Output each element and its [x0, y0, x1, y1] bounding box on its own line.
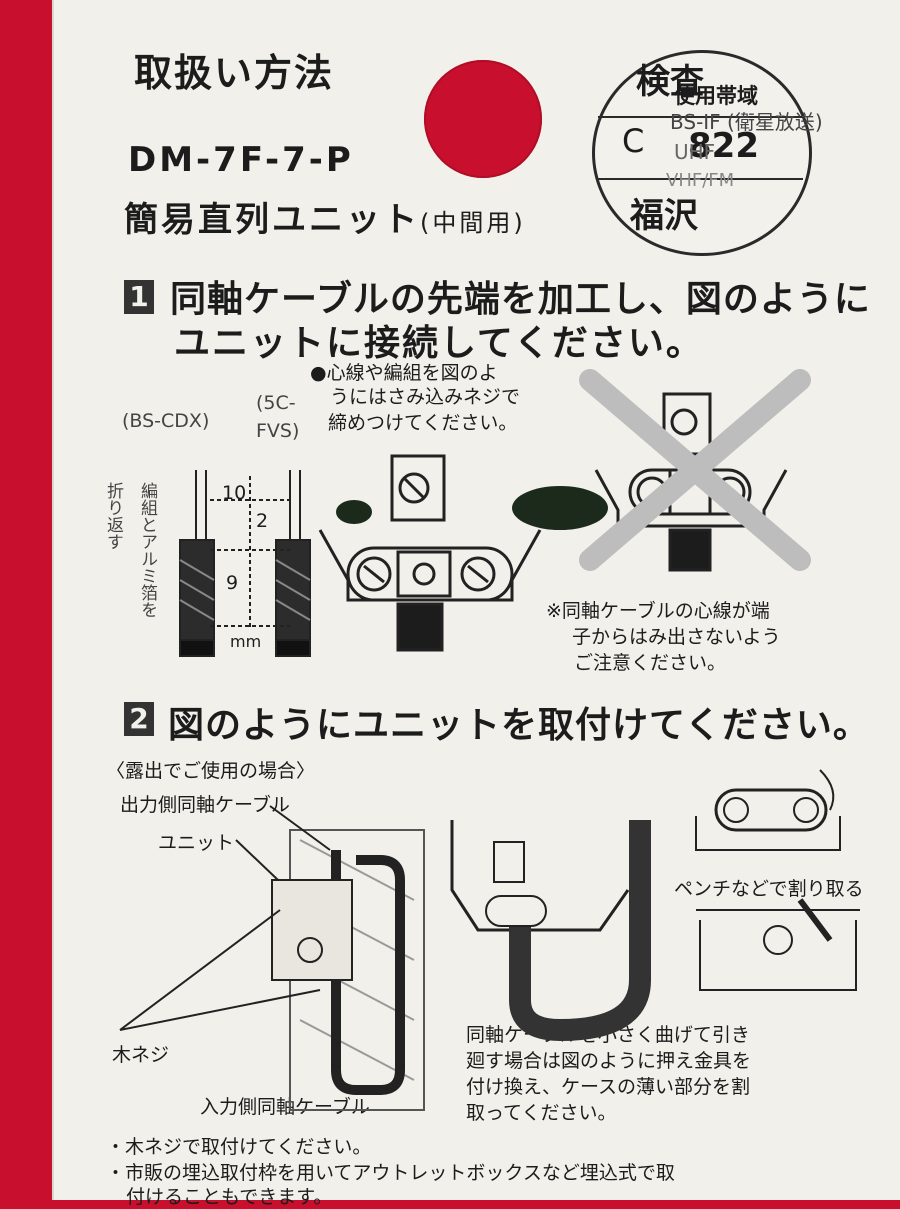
band-bs: BS-IF (衛星放送): [670, 110, 823, 134]
footer-line-2: ・市販の埋込取付枠を用いてアウトレットボックスなど埋込式で取: [106, 1162, 675, 1184]
warning-line-1: ※同軸ケーブルの心線が端: [546, 600, 770, 622]
u-bend-diagram: [450, 820, 651, 1042]
band-title: 使用帯域: [674, 84, 758, 108]
footer-line-1: ・木ネジで取付けてください。: [106, 1136, 372, 1158]
model-number: DM-7F-7-P: [128, 140, 354, 180]
bend-note-line-4: 取ってください。: [466, 1102, 617, 1124]
wall-mount-diagram: [119, 805, 425, 1111]
stamp-divider-top: [598, 116, 803, 118]
stamp-top-text: 検査: [636, 62, 704, 102]
step-1-line-2: ユニットに接続してください。: [174, 323, 704, 364]
product-name: 簡易直列ユニット(中間用): [124, 200, 526, 240]
inspection-stamp: [592, 50, 812, 256]
warning-line-2: 子からはみ出さないよう: [572, 626, 781, 648]
cable-prep-diagram: [179, 470, 311, 657]
exposed-use-label: 〈露出でご使用の場合〉: [106, 760, 316, 782]
clamp-note-line-3: 締めつけてください。: [328, 412, 518, 434]
step-1-number: 1: [124, 280, 154, 314]
band-vhf: VHF/FM: [666, 170, 735, 191]
dim-top: 10: [222, 482, 247, 504]
stamp-code: C: [622, 122, 645, 160]
cross-mark: [579, 369, 811, 571]
ink-smudge: [336, 486, 608, 530]
cable-type-5c-line-2: FVS): [256, 420, 300, 442]
instructions-title: 取扱い方法: [134, 51, 335, 95]
band-uhf: UHF: [674, 140, 716, 164]
step-1-line-1: 同軸ケーブルの先端を加工し、図のように: [170, 279, 871, 320]
dim-middle: 2: [256, 510, 269, 532]
warning-line-3: ご注意ください。: [574, 652, 727, 674]
clamp-note-line-2: うにはさみ込みネジで: [330, 386, 521, 408]
dim-unit: mm: [230, 632, 262, 651]
cable-type-bs-cdx: (BS-CDX): [122, 410, 210, 432]
wood-screw-label: 木ネジ: [112, 1044, 170, 1066]
dim-bottom: 9: [226, 572, 239, 594]
input-cable-label: 入力側同軸ケーブル: [200, 1096, 370, 1118]
clamp-note-line-1: ●心線や編組を図のよ: [310, 362, 498, 384]
correct-connection-diagram: [318, 454, 542, 652]
stamp-date: 822: [688, 126, 759, 166]
fold-label: 折り返す: [103, 482, 123, 550]
pliers-label: ペンチなどで割り取る: [674, 878, 864, 900]
stamp-divider-bottom: [598, 178, 803, 180]
step-2-number: 2: [124, 702, 154, 736]
braid-label: 編組とアルミ箔を: [137, 482, 157, 618]
cable-type-5c-line-1: (5C-: [256, 392, 296, 414]
bend-note-line-2: 廻す場合は図のように押え金具を: [466, 1050, 752, 1072]
step-2-line: 図のようにユニットを取付けてください。: [168, 705, 870, 746]
bend-note-line-3: 付け換え、ケースの薄い部分を割: [466, 1076, 751, 1098]
product-note: (中間用): [420, 209, 526, 237]
stamp-bottom-text: 福沢: [630, 196, 698, 236]
hang-hole: [424, 60, 542, 178]
unit-label: ユニット: [158, 832, 235, 854]
break-off-diagram: [695, 769, 860, 991]
output-cable-label: 出力側同軸ケーブル: [120, 794, 290, 816]
